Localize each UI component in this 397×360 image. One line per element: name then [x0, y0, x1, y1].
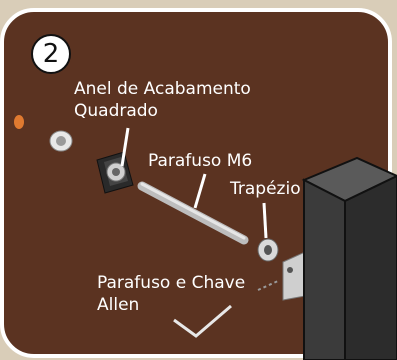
trapezio-nut	[257, 238, 279, 262]
wall-spot	[14, 115, 24, 129]
square-post	[301, 156, 397, 360]
trapezio-pointer	[262, 202, 268, 239]
label-anel-acabamento: Anel de Acabamento Quadrado	[74, 79, 251, 121]
anel-pointer	[120, 127, 130, 167]
square-plate	[96, 151, 134, 194]
m6-rod	[137, 181, 249, 245]
allen-screw	[257, 280, 279, 291]
label-parafuso-allen: Parafuso e Chave Allen	[97, 273, 246, 315]
step-number-badge: 2	[31, 34, 71, 74]
label-parafuso-m6: Parafuso M6	[148, 151, 253, 171]
label-trapezio: Trapézio	[230, 179, 301, 199]
ring-part	[49, 130, 73, 152]
m6-pointer	[193, 173, 207, 209]
allen-key	[173, 304, 232, 338]
post-bracket	[282, 251, 306, 301]
step-number: 2	[42, 39, 60, 69]
